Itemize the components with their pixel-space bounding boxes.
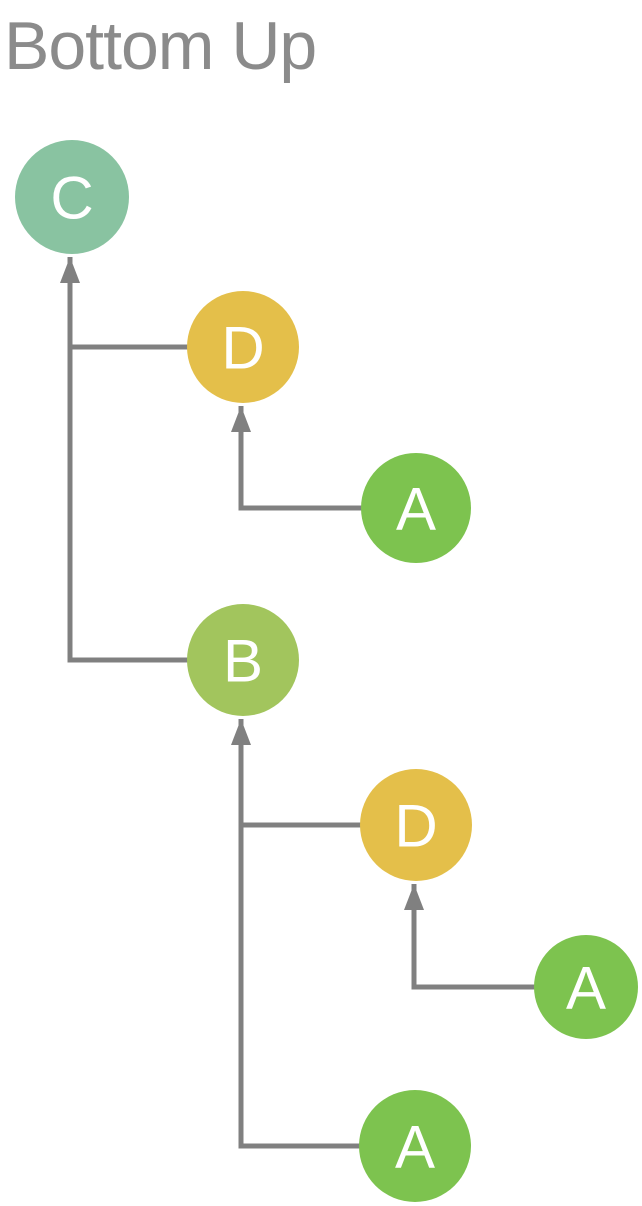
- arrowhead-icon-A2-to-D2: [404, 884, 424, 910]
- node-circle-A2: [534, 935, 638, 1039]
- node-B: B: [187, 604, 299, 716]
- edge-A1-to-D1: [238, 406, 375, 511]
- node-D1: D: [187, 291, 299, 403]
- node-circle-A1: [361, 453, 471, 563]
- arrowhead-icon-B-to-C: [60, 257, 80, 283]
- node-label-A3: A: [395, 1114, 435, 1181]
- arrowhead-icon-A3-to-B: [231, 719, 251, 745]
- edge-A2-to-D2: [411, 884, 548, 990]
- node-A2: A: [534, 935, 638, 1039]
- node-circle-A3: [359, 1090, 471, 1202]
- node-C: C: [15, 140, 129, 254]
- node-label-A1: A: [396, 476, 436, 543]
- node-D2: D: [360, 769, 472, 881]
- node-circle-D1: [187, 291, 299, 403]
- edge-A3-to-B: [238, 719, 372, 1149]
- edge-B-to-C: [67, 257, 200, 663]
- node-label-B: B: [223, 628, 263, 695]
- node-A1: A: [361, 453, 471, 563]
- node-A3: A: [359, 1090, 471, 1202]
- node-label-A2: A: [566, 955, 606, 1022]
- node-circle-D2: [360, 769, 472, 881]
- arrowhead-icon-A1-to-D1: [231, 406, 251, 432]
- node-label-D2: D: [394, 793, 437, 860]
- node-label-C: C: [50, 165, 93, 232]
- node-label-D1: D: [221, 315, 264, 382]
- diagram-title: Bottom Up: [4, 8, 317, 84]
- node-circle-C: [15, 140, 129, 254]
- node-circle-B: [187, 604, 299, 716]
